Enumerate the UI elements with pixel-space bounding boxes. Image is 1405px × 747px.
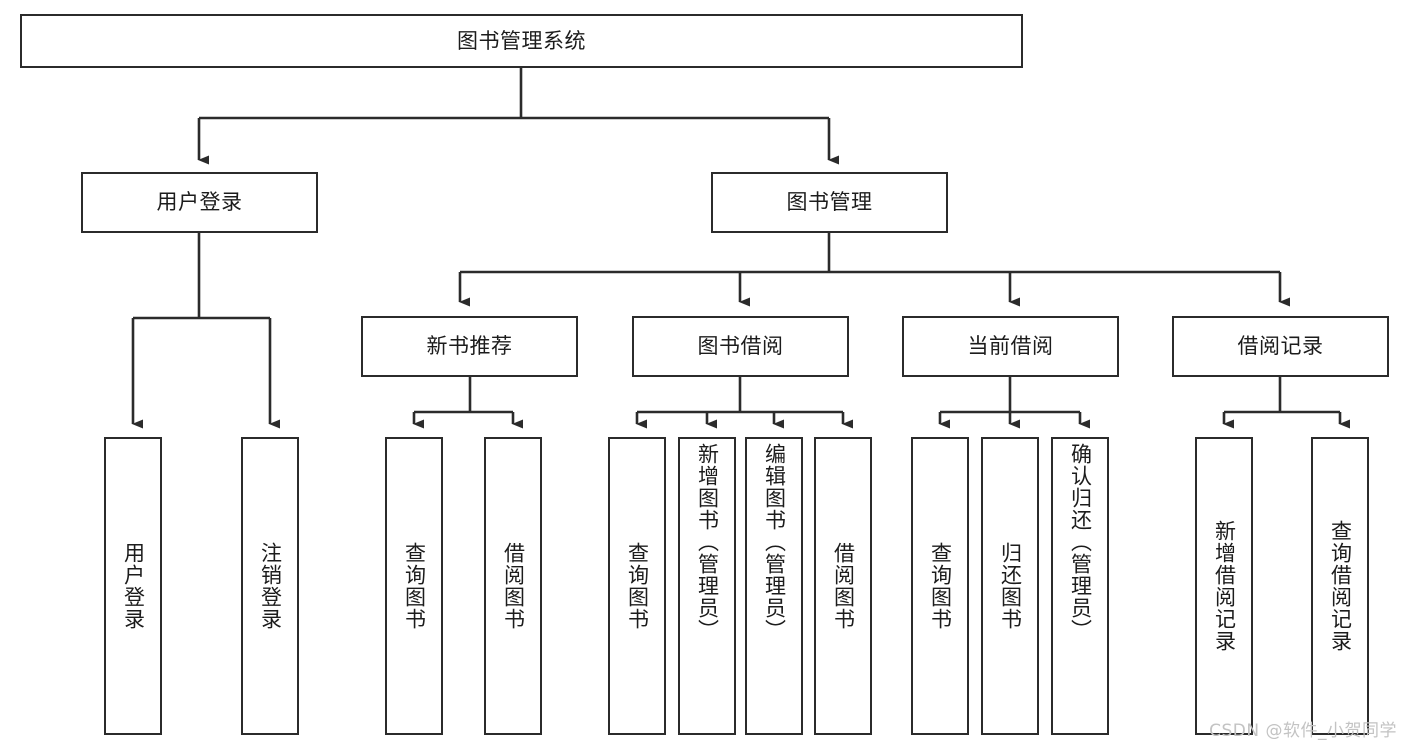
node-label: 借阅记录 xyxy=(1237,334,1324,359)
node-label: 查询图书 xyxy=(625,542,650,630)
leaf-new-book-borrow[interactable]: 借阅图书 xyxy=(484,437,542,735)
node-label: 归还图书 xyxy=(998,542,1023,630)
leaf-record-query[interactable]: 查询借阅记录 xyxy=(1311,437,1369,735)
leaf-current-query-book[interactable]: 查询图书 xyxy=(911,437,969,735)
leaf-borrow-add-book-admin[interactable]: 新增图书（管理员） xyxy=(678,437,736,735)
leaf-record-add[interactable]: 新增借阅记录 xyxy=(1195,437,1253,735)
node-book-management[interactable]: 图书管理 xyxy=(711,172,948,233)
node-label: 查询借阅记录 xyxy=(1328,520,1353,652)
leaf-borrow-do-borrow[interactable]: 借阅图书 xyxy=(814,437,872,735)
watermark: CSDN @软件_小贺同学 xyxy=(1209,721,1397,741)
node-label: 查询图书 xyxy=(928,542,953,630)
node-label: 注销登录 xyxy=(258,542,283,630)
leaf-user-login[interactable]: 用户登录 xyxy=(104,437,162,735)
leaf-logout[interactable]: 注销登录 xyxy=(241,437,299,735)
node-label: 新书推荐 xyxy=(426,334,513,359)
node-label: 借阅图书 xyxy=(501,542,526,630)
node-label: 确认归还（管理员） xyxy=(1068,443,1093,641)
node-label: 用户登录 xyxy=(156,190,243,215)
node-book-borrowing[interactable]: 图书借阅 xyxy=(632,316,849,377)
node-current-borrowing[interactable]: 当前借阅 xyxy=(902,316,1119,377)
leaf-borrow-query-book[interactable]: 查询图书 xyxy=(608,437,666,735)
node-label: 新增借阅记录 xyxy=(1212,520,1237,652)
leaf-current-return-book[interactable]: 归还图书 xyxy=(981,437,1039,735)
leaf-new-book-query[interactable]: 查询图书 xyxy=(385,437,443,735)
node-label: 查询图书 xyxy=(402,542,427,630)
node-label: 图书管理系统 xyxy=(457,28,586,53)
node-user-login[interactable]: 用户登录 xyxy=(81,172,318,233)
node-label: 新增图书（管理员） xyxy=(695,443,720,641)
node-root-book-management-system[interactable]: 图书管理系统 xyxy=(20,14,1023,68)
leaf-current-confirm-return-admin[interactable]: 确认归还（管理员） xyxy=(1051,437,1109,735)
leaf-borrow-edit-book-admin[interactable]: 编辑图书（管理员） xyxy=(745,437,803,735)
node-label: 编辑图书（管理员） xyxy=(762,443,787,641)
node-new-book-recommendation[interactable]: 新书推荐 xyxy=(361,316,578,377)
node-borrowing-records[interactable]: 借阅记录 xyxy=(1172,316,1389,377)
node-label: 图书管理 xyxy=(786,190,873,215)
node-label: 用户登录 xyxy=(121,542,146,630)
node-label: 借阅图书 xyxy=(831,542,856,630)
node-label: 当前借阅 xyxy=(967,334,1054,359)
node-label: 图书借阅 xyxy=(697,334,784,359)
